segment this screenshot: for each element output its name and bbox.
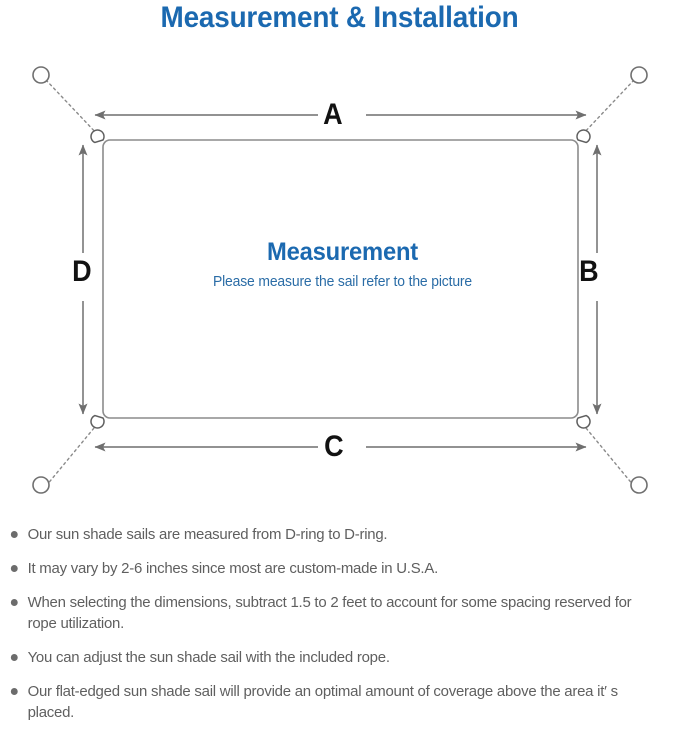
list-item-text: Our sun shade sails are measured from D-…	[27, 526, 388, 543]
anchor-point-top-left	[32, 66, 50, 84]
list-item-text: It may vary by 2-6 inches since most are…	[27, 560, 439, 577]
d-ring-bottom-left	[90, 414, 105, 429]
sail-caption-subtitle: Please measure the sail refer to the pic…	[212, 274, 473, 290]
rope-line-top-left	[45, 79, 100, 137]
d-ring-bottom-right	[576, 414, 591, 429]
sail-rectangle	[102, 139, 579, 419]
rope-lines	[45, 79, 635, 487]
page-title: Measurement & Installation	[160, 1, 519, 34]
dimension-label-b: B	[579, 255, 599, 288]
bullet-icon	[10, 531, 18, 538]
d-ring-top-right	[576, 129, 591, 144]
list-item-text: When selecting the dimensions, subtract …	[27, 594, 632, 632]
d-rings	[90, 129, 591, 429]
list-item: Our flat-edged sun shade sail will provi…	[0, 681, 669, 723]
d-ring-top-left	[90, 129, 105, 144]
dimension-label-a: A	[323, 98, 343, 131]
list-item-text: You can adjust the sun shade sail with t…	[27, 649, 390, 666]
bullet-icon	[10, 654, 18, 661]
rope-line-top-right	[580, 79, 635, 137]
dimension-label-d: D	[72, 255, 92, 288]
dimension-label-c: C	[324, 430, 344, 463]
list-item: You can adjust the sun shade sail with t…	[0, 647, 669, 668]
anchor-points	[32, 66, 648, 494]
list-item: It may vary by 2-6 inches since most are…	[0, 558, 669, 579]
bullet-icon	[10, 688, 18, 695]
measurement-diagram: A B C D Measurement Please measure the s…	[0, 48, 679, 518]
anchor-point-bottom-left	[32, 476, 50, 494]
list-item: Our sun shade sails are measured from D-…	[0, 524, 669, 545]
diagram-canvas	[32, 66, 648, 494]
anchor-point-top-right	[630, 66, 648, 84]
list-item-text: Our flat-edged sun shade sail will provi…	[27, 683, 619, 721]
sail-caption-title: Measurement	[266, 238, 419, 266]
notes-list: Our sun shade sails are measured from D-…	[0, 524, 679, 736]
list-item: When selecting the dimensions, subtract …	[0, 592, 669, 634]
rope-line-bottom-left	[45, 421, 100, 487]
sail-caption-block: Measurement Please measure the sail refe…	[105, 238, 580, 290]
bullet-icon	[10, 565, 18, 572]
rope-line-bottom-right	[580, 421, 635, 487]
anchor-point-bottom-right	[630, 476, 648, 494]
bullet-icon	[10, 599, 18, 606]
